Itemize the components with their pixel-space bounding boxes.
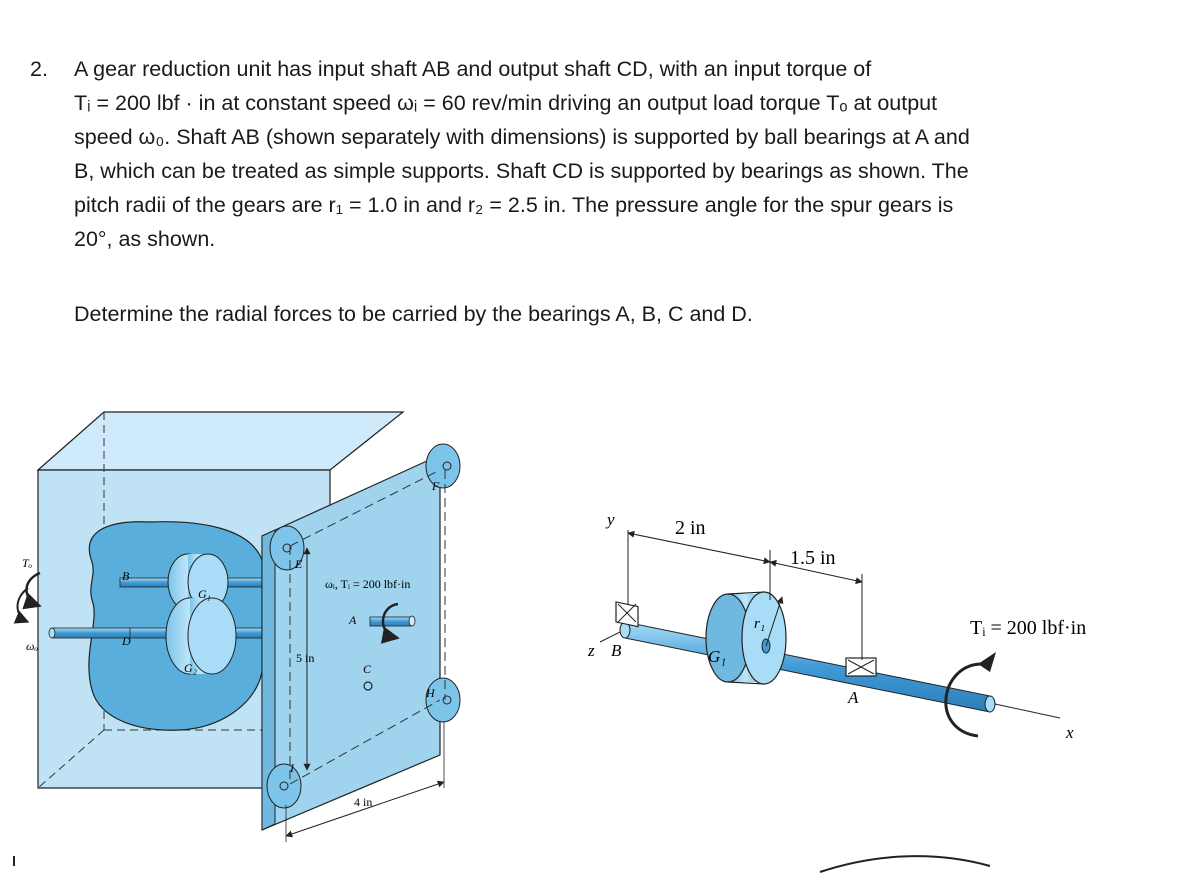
label-b-right: B (611, 641, 622, 660)
gearbox-figure: Tₒ ωₒ B D G₁ G₂ E F H I A C ωᵢ, Tᵢ = 200… (13, 411, 461, 842)
label-wo: ωₒ (26, 639, 38, 653)
problem-paragraph: A gear reduction unit has input shaft AB… (74, 52, 1090, 256)
problem-line-1: A gear reduction unit has input shaft AB… (74, 57, 872, 81)
axis-y-label: y (605, 510, 615, 529)
label-to: Tₒ (22, 556, 33, 570)
problem-statement: 2. A gear reduction unit has input shaft… (30, 52, 1090, 256)
housing-top-face (36, 411, 405, 471)
task-statement: Determine the radial forces to be carrie… (74, 302, 753, 326)
label-a-left: A (348, 613, 357, 627)
problem-number: 2. (30, 57, 48, 81)
shaft-body (624, 621, 991, 713)
problem-line-6: 20°, as shown. (74, 227, 216, 251)
dim-4-in: 4 in (354, 795, 372, 809)
label-f: F (431, 479, 440, 493)
dim-2-in: 2 in (675, 517, 706, 539)
problem-line-4: B, which can be treated as simple suppor… (74, 159, 969, 183)
dim-5-in: 5 in (296, 651, 314, 665)
label-h: H (425, 686, 436, 700)
problem-line-5: pitch radii of the gears are r₁ = 1.0 in… (74, 193, 954, 217)
axis-x-label: x (1065, 723, 1074, 742)
label-g1-right: G₁ (708, 647, 726, 666)
label-b-left: B (122, 569, 130, 583)
label-a-right: A (847, 688, 859, 707)
axis-z-label: z (587, 641, 595, 660)
label-g2: G₂ (184, 661, 197, 675)
label-c: C (363, 662, 372, 676)
label-r1: r₁ (754, 616, 765, 632)
label-e: E (294, 557, 303, 571)
label-input-torque-right: Tᵢ = 200 lbf·in (970, 617, 1086, 639)
gear-g1-face (741, 591, 787, 685)
dim-1-5-in: 1.5 in (790, 547, 836, 569)
label-g1-left: G₁ (198, 587, 211, 601)
label-d: D (121, 634, 131, 648)
label-i: I (289, 761, 295, 775)
shaft-ab-figure: y z x B A G₁ r₁ 2 in 1.5 in Tᵢ = 200 lbf… (587, 510, 1086, 742)
problem-line-3: speed ω₀. Shaft AB (shown separately wit… (74, 125, 970, 149)
label-input-torque-left: ωᵢ, Tᵢ = 200 lbf·in (325, 577, 410, 591)
problem-line-2: Tᵢ = 200 lbf · in at constant speed ωᵢ =… (74, 91, 938, 115)
